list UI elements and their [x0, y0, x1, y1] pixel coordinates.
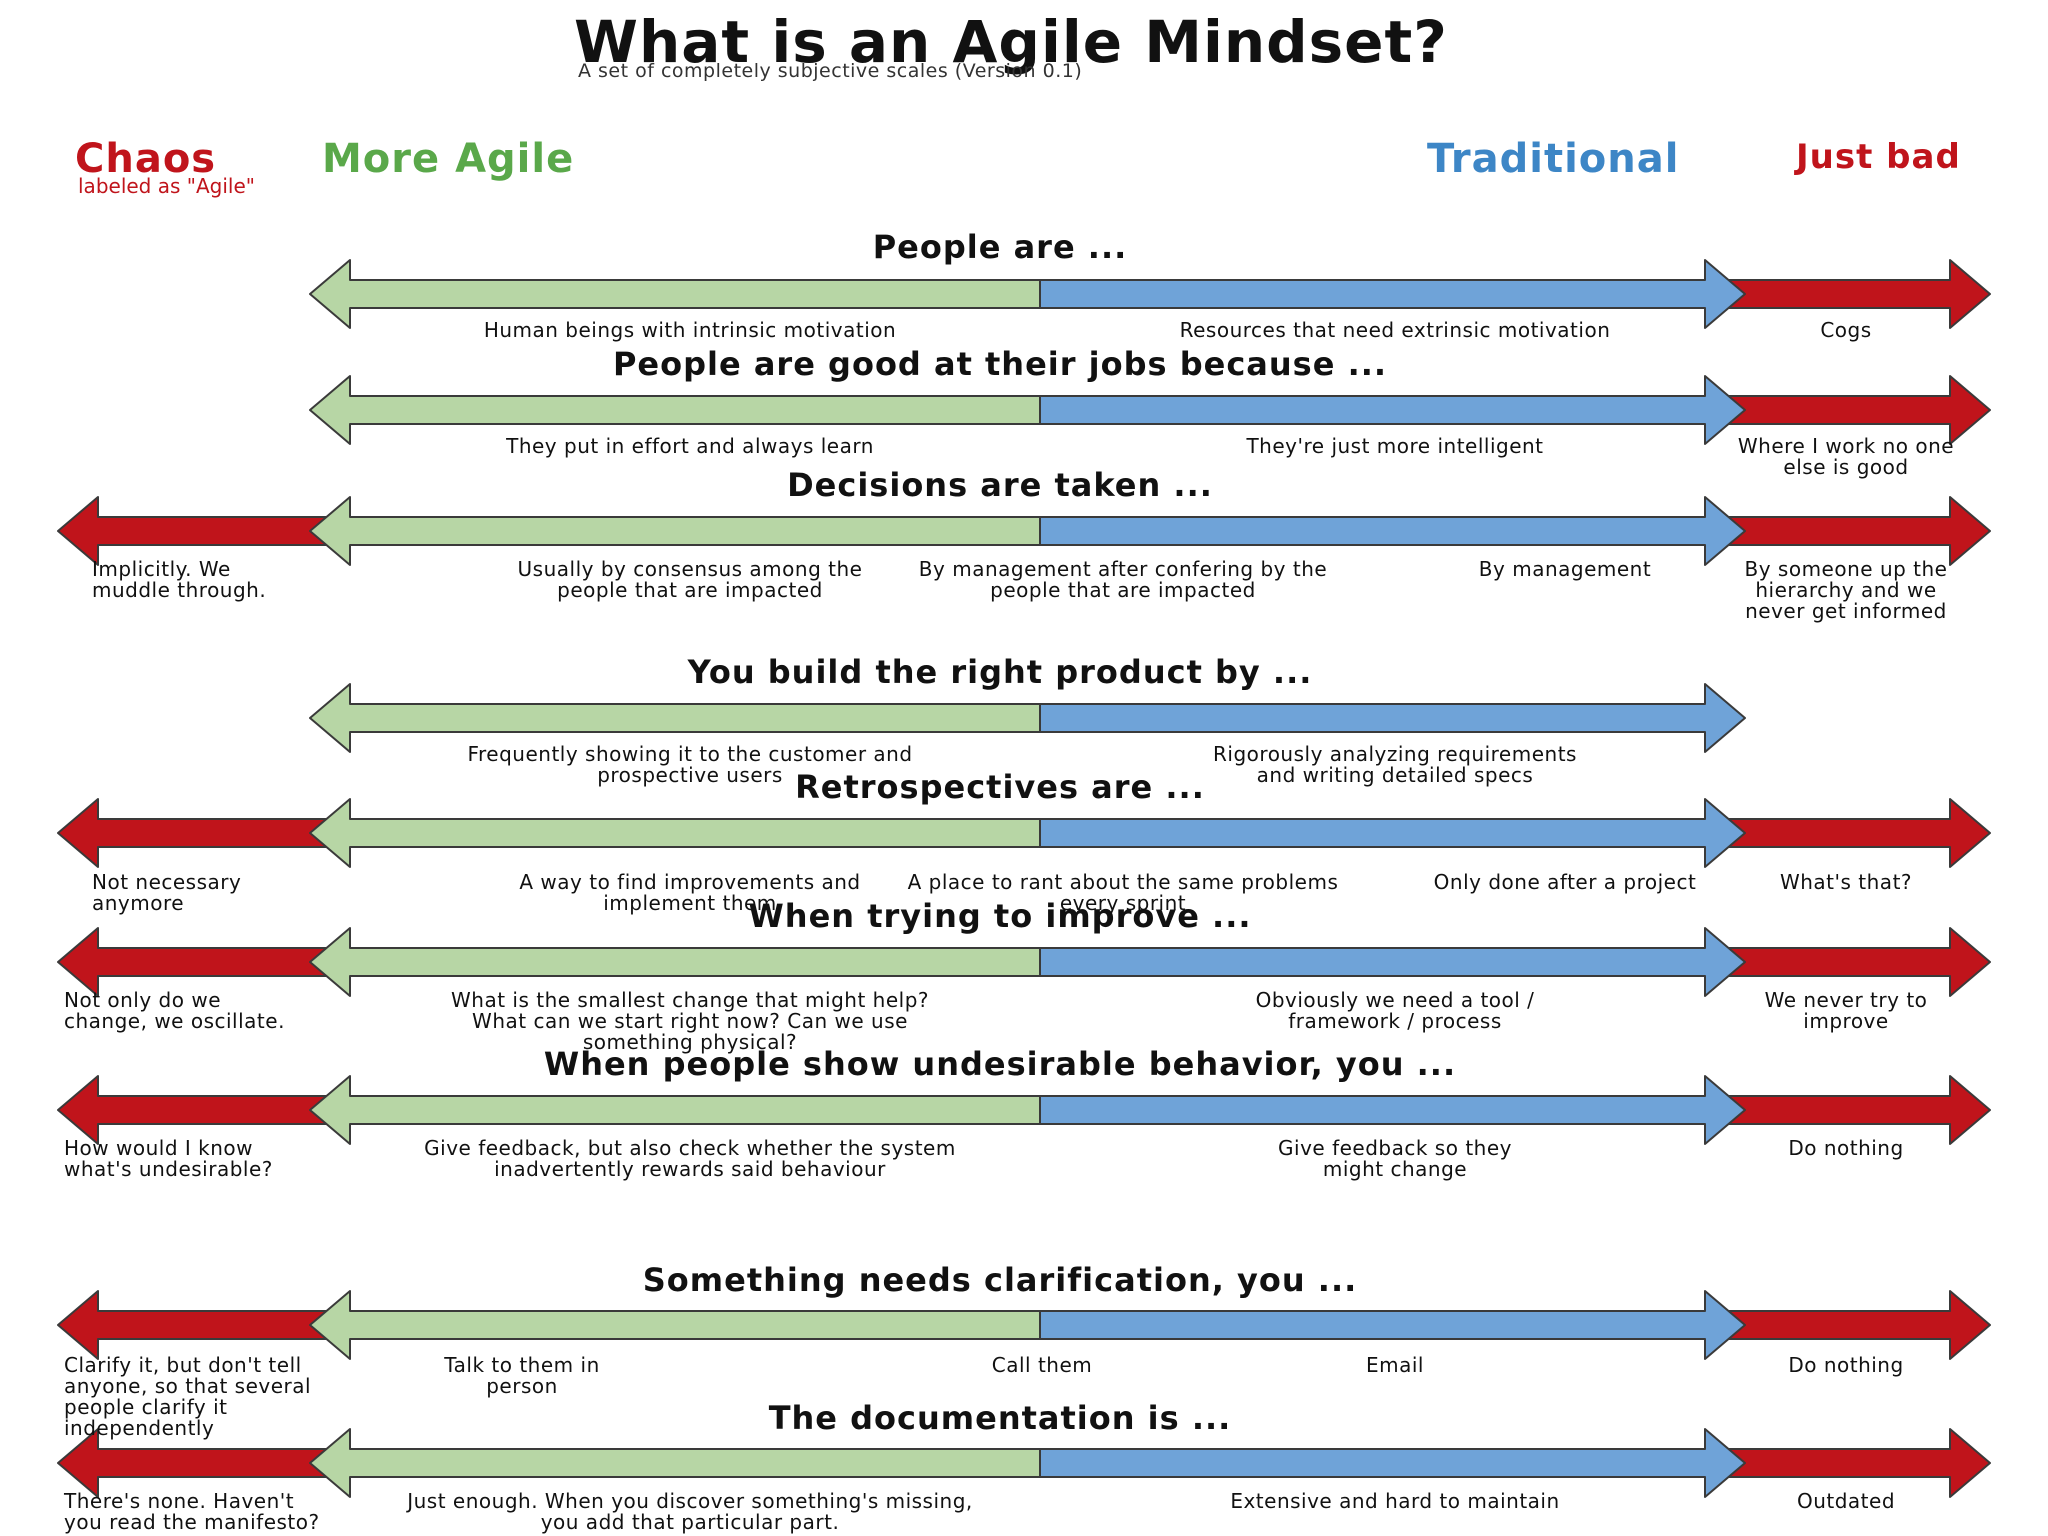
label-traditional-mid: A place to rant about the same problems … — [907, 870, 1339, 915]
label-bad: Where I work no one else is good — [1737, 434, 1955, 479]
label-agile: A way to find improvements and implement… — [519, 870, 861, 915]
label-traditional: Give feedback so they might change — [1278, 1136, 1512, 1181]
label-chaos: Clarify it, but don't tell anyone, so th… — [64, 1353, 312, 1440]
label-agile: Talk to them in person — [444, 1353, 600, 1398]
arrow-agile — [309, 375, 1041, 445]
arrow-chaos — [57, 798, 351, 868]
scale-question: Something needs clarification, you ... — [642, 1261, 1358, 1299]
arrow-agile — [309, 1075, 1041, 1145]
scale-question: You build the right product by ... — [687, 653, 1313, 691]
label-bad: What's that? — [1779, 870, 1913, 894]
label-agile: Give feedback, but also check whether th… — [424, 1136, 956, 1181]
category-chaos-sublabel: labeled as "Agile" — [78, 174, 255, 198]
arrow-chaos — [57, 1075, 351, 1145]
arrow-chaos — [57, 927, 351, 997]
label-agile: Usually by consensus among the people th… — [517, 557, 863, 602]
category-chaos-label: Chaos — [75, 136, 217, 182]
label-chaos: Not necessary anymore — [92, 870, 242, 915]
label-agile: What is the smallest change that might h… — [450, 988, 930, 1054]
scale-question: People are good at their jobs because ..… — [612, 345, 1388, 383]
label-traditional: Only done after a project — [1433, 870, 1697, 894]
label-traditional: Email — [1366, 1353, 1424, 1377]
scale-question: Decisions are taken ... — [787, 466, 1213, 504]
arrow-agile — [309, 683, 1041, 753]
label-agile: Just enough. When you discover something… — [407, 1489, 973, 1534]
label-agile: They put in effort and always learn — [506, 434, 874, 458]
label-traditional: Extensive and hard to maintain — [1230, 1489, 1560, 1513]
label-traditional: Resources that need extrinsic motivation — [1179, 318, 1611, 342]
scale-question: When people show undesirable behavior, y… — [543, 1045, 1457, 1083]
label-traditional: They're just more intelligent — [1246, 434, 1544, 458]
arrow-traditional — [1039, 1075, 1746, 1145]
arrow-traditional — [1039, 496, 1746, 566]
arrow-agile — [309, 496, 1041, 566]
label-traditional: Rigorously analyzing requirements and wr… — [1213, 742, 1577, 787]
arrow-traditional — [1039, 1290, 1746, 1360]
label-traditional: Obviously we need a tool / framework / p… — [1255, 988, 1535, 1033]
label-traditional-mid: By management after confering by the peo… — [918, 557, 1328, 602]
arrow-agile — [309, 927, 1041, 997]
label-bad: By someone up the hierarchy and we never… — [1744, 557, 1948, 623]
page-subtitle: A set of completely subjective scales (V… — [578, 60, 1083, 82]
label-traditional: By management — [1478, 557, 1652, 581]
arrow-agile — [309, 1290, 1041, 1360]
label-chaos: There's none. Haven't you read the manif… — [64, 1489, 320, 1534]
label-bad: Do nothing — [1788, 1136, 1904, 1160]
label-chaos: Not only do we change, we oscillate. — [64, 988, 285, 1033]
page-title: What is an Agile Mindset? — [574, 8, 1448, 76]
arrow-traditional — [1039, 1428, 1746, 1498]
arrow-traditional — [1039, 927, 1746, 997]
scale-question: People are ... — [872, 228, 1128, 266]
label-bad: Outdated — [1796, 1489, 1896, 1513]
arrow-agile — [309, 1428, 1041, 1498]
category-agile-label: More Agile — [322, 136, 575, 182]
label-center: Call them — [991, 1353, 1093, 1377]
arrow-chaos — [57, 1290, 351, 1360]
label-agile: Frequently showing it to the customer an… — [467, 742, 913, 787]
arrow-traditional — [1039, 798, 1746, 868]
category-bad-label: Just bad — [1796, 137, 1961, 177]
label-agile: Human beings with intrinsic motivation — [483, 318, 897, 342]
scale-question: When trying to improve ... — [748, 897, 1252, 935]
label-chaos: How would I know what's undesirable? — [64, 1136, 273, 1181]
arrow-agile — [309, 798, 1041, 868]
label-bad: We never try to improve — [1764, 988, 1928, 1033]
arrow-chaos — [57, 496, 351, 566]
arrow-agile — [309, 259, 1041, 329]
scale-question: The documentation is ... — [768, 1399, 1232, 1437]
label-bad: Cogs — [1820, 318, 1872, 342]
label-bad: Do nothing — [1788, 1353, 1904, 1377]
scale-question: Retrospectives are ... — [795, 768, 1205, 806]
category-traditional-label: Traditional — [1427, 136, 1680, 182]
label-chaos: Implicitly. We muddle through. — [92, 557, 267, 602]
